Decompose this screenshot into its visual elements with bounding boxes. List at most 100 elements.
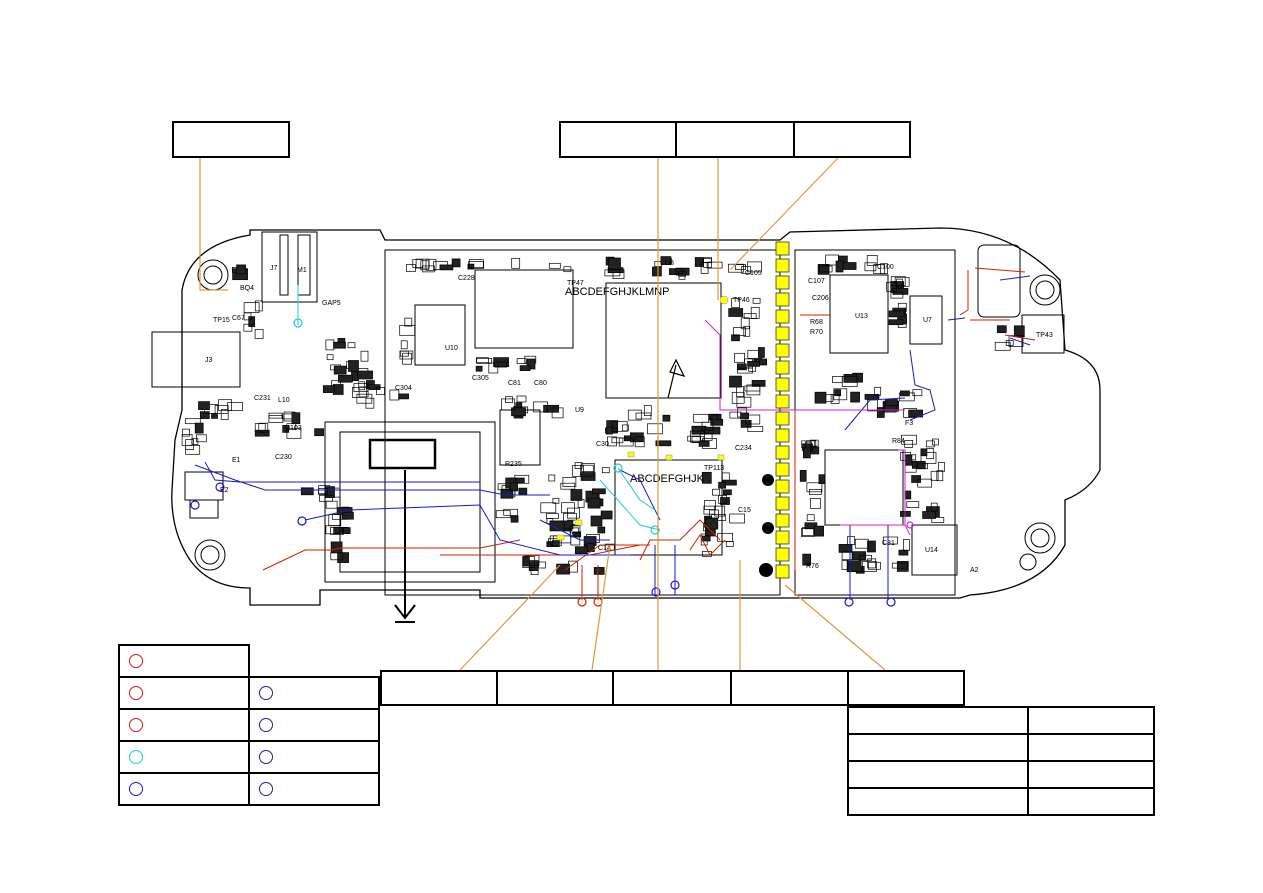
legend-row — [248, 708, 380, 742]
blue-circle-icon — [259, 750, 273, 764]
smd-part — [867, 540, 876, 553]
smd-part — [736, 386, 744, 397]
legend-grid — [118, 676, 380, 806]
label-l10: L10 — [278, 397, 290, 404]
smd-part — [890, 276, 906, 287]
smd-part — [834, 389, 841, 397]
smd-part — [711, 514, 727, 521]
smd-part — [476, 358, 493, 364]
test-pad — [775, 377, 790, 392]
smd-part — [698, 441, 710, 447]
smd-part — [404, 317, 413, 327]
smd-part — [736, 363, 747, 371]
smd-part — [291, 412, 301, 425]
smd-part — [570, 489, 583, 501]
callout-bottom-1 — [380, 670, 498, 706]
label-u103: U103 — [285, 425, 302, 432]
smd-part — [503, 508, 519, 516]
cyan-circle-icon — [129, 750, 143, 764]
red-circle-icon — [129, 686, 143, 700]
info-cell — [847, 733, 1029, 762]
smd-part — [706, 261, 723, 269]
smd-part — [874, 386, 882, 396]
smd-part — [365, 397, 375, 409]
smd-part — [282, 425, 290, 433]
smd-part — [817, 264, 830, 275]
legend-row — [118, 676, 250, 710]
smd-part — [322, 385, 335, 393]
smd-part — [494, 361, 508, 368]
test-pad-column — [775, 241, 790, 579]
smd-part — [540, 502, 557, 514]
smd-part — [325, 339, 335, 351]
legend-header-cell — [118, 644, 250, 678]
smd-part — [825, 254, 840, 266]
test-pad — [775, 275, 790, 290]
smd-part — [332, 384, 344, 395]
smd-part — [803, 447, 811, 459]
test-pad — [775, 343, 790, 358]
smd-part — [734, 352, 745, 363]
smd-part — [376, 387, 385, 395]
smd-part — [747, 361, 760, 367]
label-tp113: TP113 — [704, 465, 724, 472]
smd-part — [920, 448, 928, 457]
smd-part — [750, 307, 760, 319]
smd-part — [854, 538, 869, 549]
test-pad — [775, 258, 790, 273]
smd-part — [563, 266, 572, 273]
label-u14: U14 — [925, 547, 938, 554]
smd-part — [243, 302, 260, 313]
red-circle-icon — [129, 718, 143, 732]
smd-part — [938, 462, 945, 472]
test-pad — [775, 428, 790, 443]
label-c80: C80 — [534, 380, 547, 387]
smd-part — [399, 350, 414, 360]
callout-top-1 — [559, 121, 677, 158]
label-m1: M1 — [297, 267, 307, 274]
smd-part — [925, 440, 935, 448]
smd-part — [286, 427, 302, 439]
smd-part — [728, 308, 744, 317]
smd-part — [904, 490, 912, 500]
smd-part — [838, 544, 853, 553]
smd-part — [847, 536, 855, 545]
test-pad — [775, 292, 790, 307]
smd-part — [572, 531, 582, 538]
smd-part — [538, 561, 546, 569]
smd-part — [880, 263, 888, 275]
smd-part — [744, 385, 761, 392]
smd-part — [634, 436, 645, 448]
smd-part — [903, 539, 910, 551]
label-c107: C107 — [808, 278, 825, 285]
smd-part — [799, 470, 807, 482]
smd-part — [439, 264, 454, 271]
callout-leaders — [199, 157, 886, 671]
smd-part — [548, 474, 556, 482]
smd-part — [622, 424, 629, 432]
smd-part — [912, 389, 923, 397]
smd-part — [655, 440, 672, 447]
smd-part — [243, 323, 253, 332]
label-f3: F3 — [905, 420, 913, 427]
smd-part — [630, 432, 644, 443]
smd-part — [936, 470, 944, 482]
smd-part — [516, 358, 527, 364]
smd-part — [611, 420, 628, 432]
black-contacts — [759, 474, 774, 577]
smd-part — [931, 517, 945, 523]
legend-row — [248, 772, 380, 806]
smd-part — [652, 266, 662, 277]
blue-circle-icon — [259, 718, 273, 732]
smd-part — [400, 340, 408, 350]
smd-part — [908, 409, 923, 418]
smd-part — [601, 467, 610, 474]
smd-part — [690, 430, 705, 443]
smd-part — [850, 391, 860, 403]
smd-part — [758, 347, 765, 358]
smd-part — [859, 554, 872, 561]
smd-part — [314, 428, 324, 437]
smd-part — [551, 407, 564, 419]
label-j3: J3 — [205, 357, 213, 364]
smd-part — [627, 409, 642, 421]
